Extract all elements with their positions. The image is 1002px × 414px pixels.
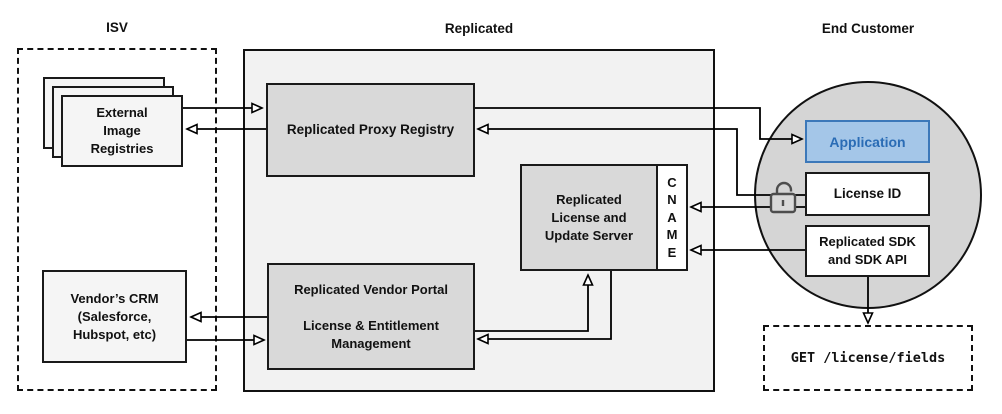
application-label: Application	[829, 133, 906, 150]
vendor-portal-label: Replicated Vendor Portal License & Entit…	[294, 281, 448, 351]
external-image-registries-node: External Image Registries	[61, 95, 183, 167]
vendor-crm-node: Vendor’s CRM (Salesforce, Hubspot, etc)	[42, 270, 187, 363]
cname-node: C N A M E	[656, 164, 688, 271]
replicated-sdk-node: Replicated SDK and SDK API	[805, 225, 930, 277]
proxy-registry-node: Replicated Proxy Registry	[266, 83, 475, 177]
arrow-portal-to-license-server	[475, 275, 588, 332]
proxy-registry-label: Replicated Proxy Registry	[286, 122, 455, 137]
license-id-label: License ID	[833, 186, 902, 201]
get-license-fields-box: GET /license/fields	[763, 325, 973, 391]
cname-label: C N A M E	[666, 174, 678, 260]
arrow-license-server-to-portal	[478, 271, 612, 339]
isv-section-label: ISV	[106, 20, 128, 35]
license-update-server-node: Replicated License and Update Server	[520, 164, 658, 271]
replicated-sdk-label: Replicated SDK and SDK API	[819, 234, 916, 267]
license-id-node: License ID	[805, 172, 930, 216]
end-customer-section-label: End Customer	[821, 21, 915, 36]
replicated-section-label: Replicated	[444, 21, 514, 36]
license-update-server-label: Replicated License and Update Server	[544, 191, 634, 243]
arrow-proxy-to-application	[475, 107, 802, 139]
external-image-registries-label: External Image Registries	[90, 105, 154, 156]
unlocked-padlock-icon	[769, 181, 797, 214]
application-node: Application	[805, 120, 930, 163]
vendor-crm-label: Vendor’s CRM (Salesforce, Hubspot, etc)	[70, 290, 159, 342]
get-license-fields-label: GET /license/fields	[790, 350, 946, 366]
vendor-portal-node: Replicated Vendor Portal License & Entit…	[267, 263, 475, 370]
